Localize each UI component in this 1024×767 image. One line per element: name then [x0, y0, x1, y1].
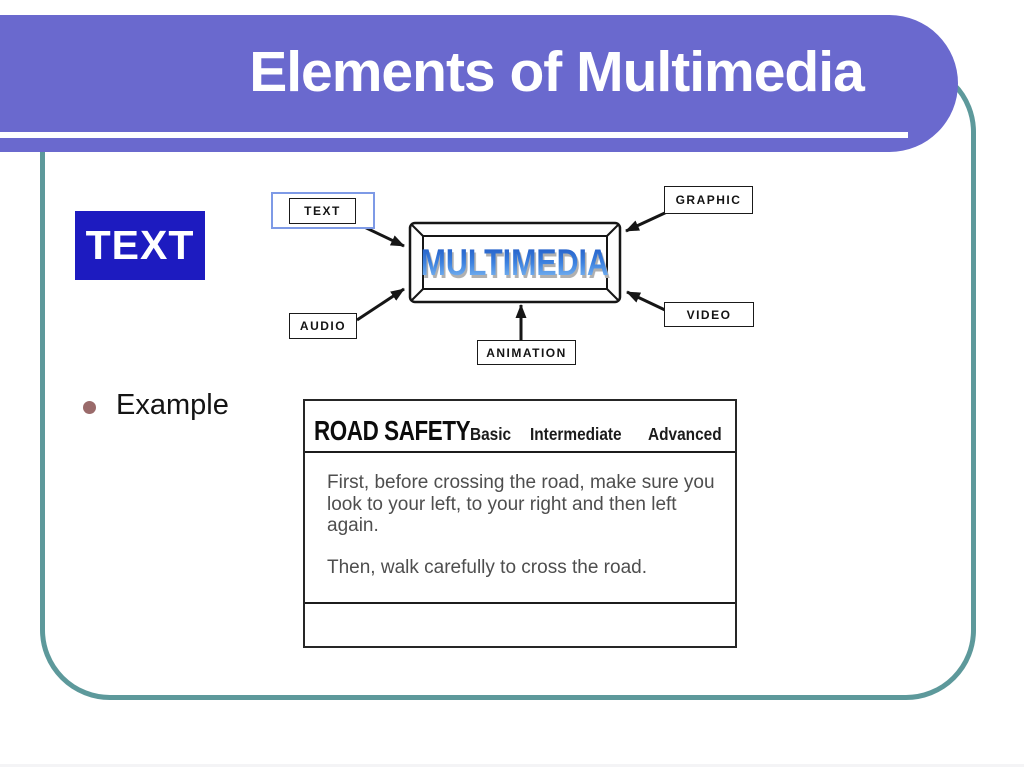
tab-advanced[interactable]: Advanced — [648, 424, 722, 444]
diagram-node-video: VIDEO — [664, 302, 754, 327]
panel-header-divider — [305, 451, 735, 453]
bullet-dot-icon — [83, 401, 96, 414]
paragraph-line: look to your left, to your right and the… — [327, 493, 677, 515]
multimedia-center-label: MULTIMEDIA — [420, 236, 610, 289]
text-callout-label: TEXT — [85, 222, 195, 268]
example-bullet-label: Example — [116, 389, 229, 421]
paragraph-line: Then, walk carefully to cross the road. — [327, 556, 647, 578]
diagram-node-graphic: GRAPHIC — [664, 186, 753, 214]
text-callout-box: TEXT — [75, 211, 205, 280]
panel-footer-divider — [305, 602, 735, 604]
diagram-node-text: TEXT — [289, 198, 356, 224]
paragraph-1: First, before crossing the road, make su… — [327, 472, 725, 537]
page-title: Elements of Multimedia — [249, 40, 865, 104]
banner-underline — [0, 132, 908, 138]
title-banner: Elements of Multimedia — [0, 15, 958, 152]
paragraph-line: again. — [327, 515, 379, 536]
paragraph-line: First, before crossing the road, make su… — [327, 472, 715, 493]
tab-basic[interactable]: Basic — [470, 424, 512, 444]
panel-body-text: First, before crossing the road, make su… — [327, 472, 725, 578]
paragraph-2: Then, walk carefully to cross the road. — [327, 557, 725, 579]
bottom-edge — [0, 764, 1024, 767]
multimedia-word: MULTIMEDIA — [420, 241, 610, 283]
road-safety-panel: ROAD SAFETY Basic Intermediate Advanced … — [303, 399, 737, 648]
diagram-node-animation: ANIMATION — [477, 340, 576, 365]
road-safety-title: ROAD SAFETY — [314, 415, 471, 446]
diagram-node-audio: AUDIO — [289, 313, 357, 339]
tab-intermediate[interactable]: Intermediate — [530, 424, 622, 444]
